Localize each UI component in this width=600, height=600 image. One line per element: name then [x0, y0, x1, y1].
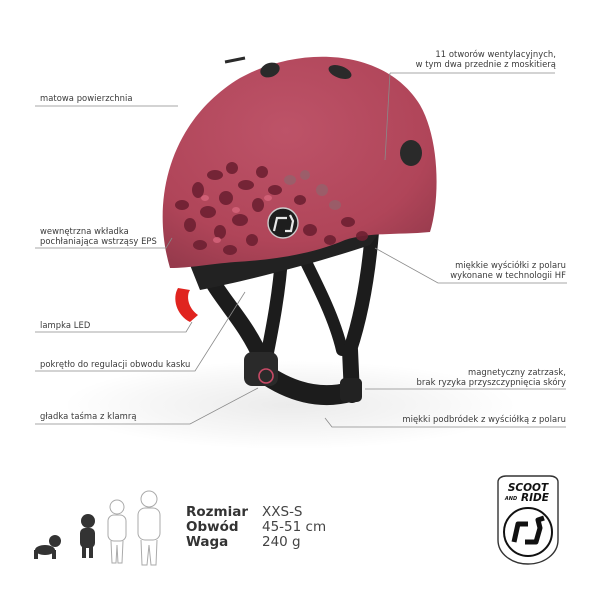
older-child-outline-icon	[137, 490, 161, 566]
spec-key: Waga	[186, 534, 229, 550]
helmet-logo-badge	[267, 207, 299, 239]
callout-chin-pad: miękki podbródek z wyściółką z polaru	[402, 414, 566, 424]
toddler-icon	[80, 514, 95, 558]
age-silhouettes	[34, 490, 161, 566]
callout-matte-surface: matowa powierzchnia	[40, 93, 133, 103]
leopard-pattern	[175, 162, 368, 255]
eps-liner	[190, 232, 380, 290]
callout-eps-liner: wewnętrzna wkładka pochłaniająca wstrząs…	[40, 226, 157, 246]
svg-text:SCOOT: SCOOT	[508, 482, 549, 494]
callout-padding-line2: wykonane w technologii HF	[450, 270, 566, 280]
svg-text:AND: AND	[504, 496, 517, 502]
callout-vents-line2: w tym dwa przednie z moskitierą	[415, 59, 556, 69]
spec-row-size: Rozmiar XXS-S	[186, 505, 326, 520]
svg-text:RIDE: RIDE	[521, 492, 550, 504]
callout-vents-line1: 11 otworów wentylacyjnych,	[435, 49, 556, 59]
callout-dial: pokrętło do regulacji obwodu kasku	[40, 359, 191, 369]
callout-eps-line1: wewnętrzna wkładka	[40, 226, 129, 236]
dial-buckle	[244, 352, 278, 386]
spec-value: XXS-S	[262, 504, 303, 520]
scoot-and-ride-logo-icon: SCOOT AND RIDE	[497, 475, 559, 565]
helmet-shell	[162, 56, 437, 268]
spec-key: Obwód	[186, 519, 239, 535]
leopard-pattern-grey	[284, 170, 341, 210]
leader-lines	[35, 72, 567, 428]
spec-table: Rozmiar XXS-S Obwód 45-51 cm Waga 240 g	[186, 505, 326, 550]
led-light	[175, 288, 198, 322]
child-outline-icon	[107, 499, 127, 564]
spec-value: 240 g	[262, 534, 301, 550]
spec-key: Rozmiar	[186, 504, 248, 520]
spec-value: 45-51 cm	[262, 519, 327, 535]
baby-crawling-icon	[34, 535, 61, 559]
floor-shadow	[60, 360, 520, 450]
spec-row-circumference: Obwód 45-51 cm	[186, 520, 326, 535]
callout-vents: 11 otworów wentylacyjnych, w tym dwa prz…	[400, 49, 556, 69]
callout-magnet-line1: magnetyczny zatrzask,	[468, 367, 566, 377]
vent-holes	[224, 56, 422, 166]
callout-padding: miękkie wyściółki z polaru wykonane w te…	[420, 260, 566, 280]
callout-strap: gładka taśma z klamrą	[40, 411, 137, 421]
callout-led: lampka LED	[40, 320, 91, 330]
callout-padding-line1: miękkie wyściółki z polaru	[455, 260, 566, 270]
callout-magnetic-buckle: magnetyczny zatrzask, brak ryzyka przysz…	[380, 367, 566, 387]
callout-eps-line2: pochłaniająca wstrząsy EPS	[40, 236, 157, 246]
callout-magnet-line2: brak ryzyka przyszczypnięcia skóry	[416, 377, 566, 387]
spec-row-weight: Waga 240 g	[186, 535, 326, 550]
leopard-pattern-light	[201, 195, 272, 243]
